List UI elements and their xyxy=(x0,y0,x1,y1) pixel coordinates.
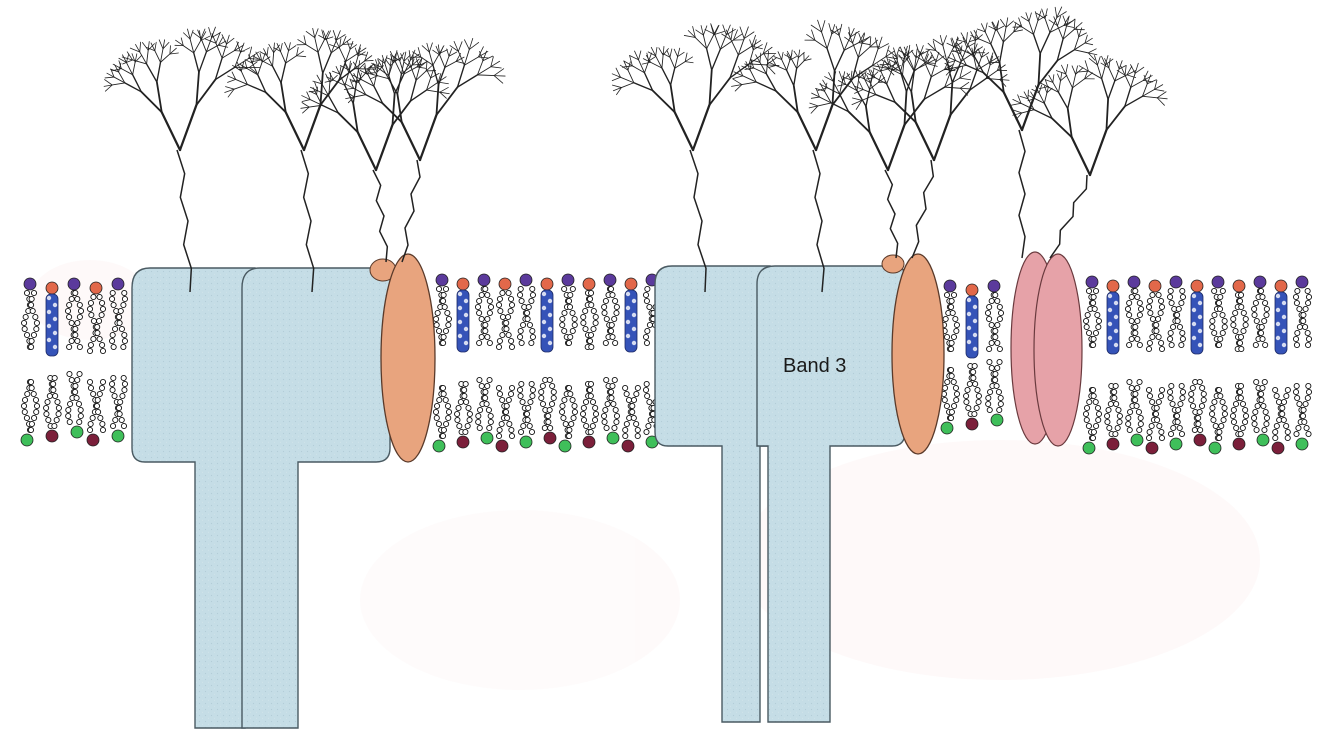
lipid-molecule xyxy=(1125,276,1143,446)
lipid-molecule xyxy=(1167,276,1185,450)
band3-label: Band 3 xyxy=(783,355,846,378)
lipid-molecule xyxy=(1230,280,1248,450)
lipid-molecule xyxy=(475,274,493,444)
glycan-trees xyxy=(104,7,1167,292)
lipid-molecule xyxy=(1272,280,1290,454)
lipid-molecule xyxy=(580,278,598,448)
lipid-molecule xyxy=(433,274,452,452)
glycan-tree-icon xyxy=(944,7,1097,258)
lipid-molecule xyxy=(496,278,515,452)
glycan-tree-icon xyxy=(104,27,261,292)
lipid-molecule xyxy=(601,274,619,444)
band3-dimer-left xyxy=(132,268,390,728)
lipid-molecule xyxy=(1251,276,1269,446)
pink-membrane-protein xyxy=(1011,252,1082,446)
glycan-tree-icon xyxy=(732,20,898,292)
lipid-molecule xyxy=(1104,280,1122,450)
glycan-tree-icon xyxy=(612,24,779,292)
band3-left-monomer-a xyxy=(132,268,255,728)
glycan-tree-icon xyxy=(1011,56,1167,258)
band3-left-monomer-b xyxy=(242,268,390,728)
lipid-molecule xyxy=(985,280,1003,426)
lipid-molecule xyxy=(517,274,535,448)
lipid-molecule xyxy=(1189,280,1207,446)
lipid-molecule xyxy=(622,278,640,452)
lipid-molecule xyxy=(1146,280,1165,454)
lipid-molecule xyxy=(559,274,578,452)
band3-right-monomer-a xyxy=(655,266,770,722)
lipid-molecule xyxy=(1293,276,1311,450)
glycan-tree-icon xyxy=(225,28,376,292)
lipid-molecule xyxy=(539,278,557,444)
lipid-molecule xyxy=(963,284,981,430)
lipid-molecule xyxy=(454,278,472,448)
lipid-molecule xyxy=(1083,276,1102,454)
lipid-molecule xyxy=(1209,276,1228,454)
